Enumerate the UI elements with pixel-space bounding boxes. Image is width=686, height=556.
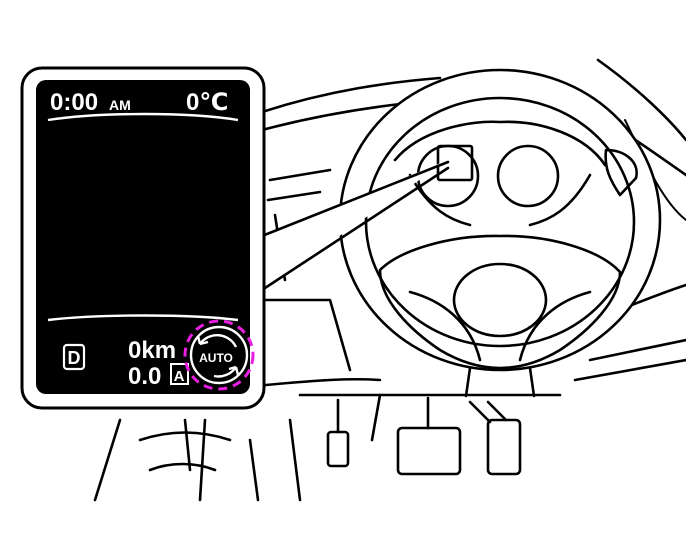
trip-label: A [174,368,185,385]
auto-arrow-icon [199,334,238,348]
display-callout: 0:00 AM 0℃ D 0km 0.0 A [20,66,266,410]
callout-pointer [260,160,450,290]
auto-button[interactable]: AUTO [183,319,255,391]
gear-indicator: D [68,348,81,368]
odometer-readout: 0km [128,337,176,364]
clock-time: 0:00 [50,89,98,116]
clock-period: AM [109,97,131,113]
auto-button-label: AUTO [199,351,233,365]
temperature-readout: 0℃ [186,89,228,116]
steering-wheel [338,68,662,398]
trip-readout: 0.0 [128,363,161,390]
trip-label-box [170,363,189,385]
highlight-ring [183,319,255,391]
gear-indicator-box [62,343,86,371]
pedals [326,396,522,476]
